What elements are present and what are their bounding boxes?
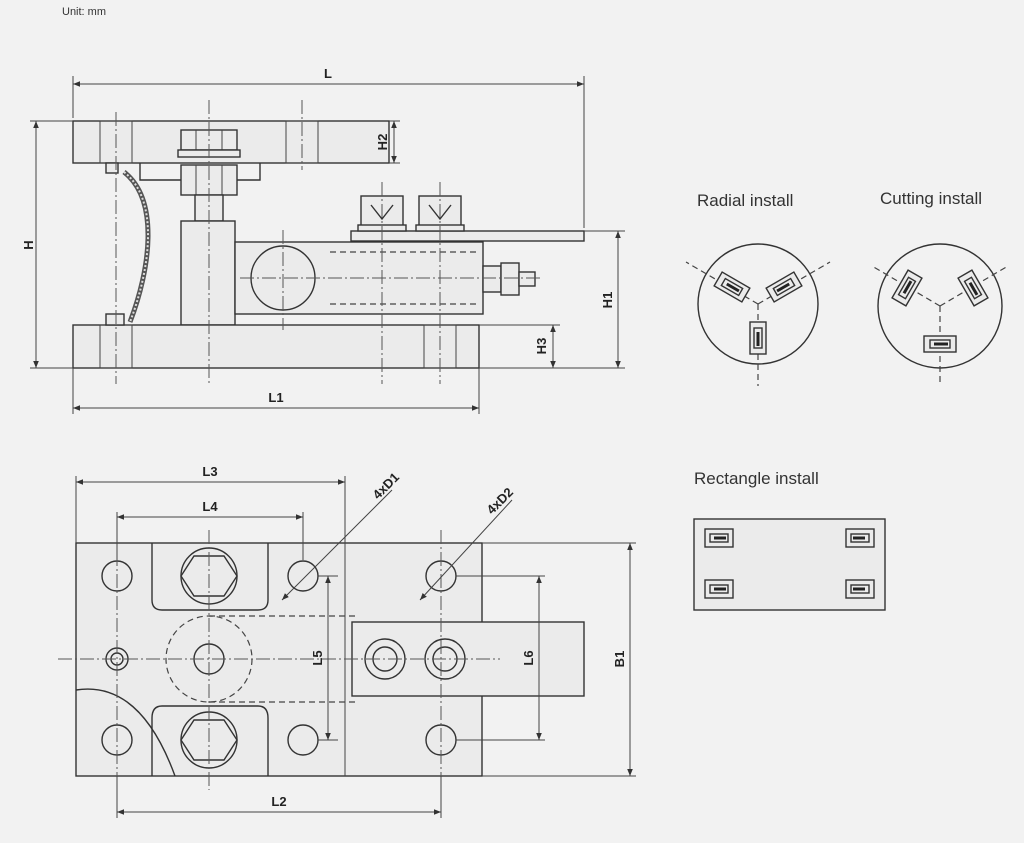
side-view: L H H2 H1 H3 L1 [21, 66, 625, 414]
unit-label: Unit: mm [62, 6, 106, 18]
dim-L1: L1 [268, 390, 283, 405]
dim-H1: H1 [600, 292, 615, 309]
dim-H3: H3 [534, 338, 549, 355]
dim-H: H [21, 240, 36, 249]
radial-install-caption: Radial install [697, 191, 793, 210]
upper-right-plate [350, 230, 585, 242]
sensor [765, 271, 803, 303]
dim-L: L [324, 66, 332, 81]
sensor [845, 579, 875, 599]
sensor [704, 579, 734, 599]
support-column [180, 220, 236, 326]
rectangle-install: Rectangle install [693, 469, 886, 611]
sensor [713, 271, 751, 303]
dim-B1: B1 [612, 651, 627, 668]
dim-L6: L6 [521, 650, 536, 665]
dim-H2: H2 [375, 134, 390, 151]
sensor [704, 528, 734, 548]
cable-connector [500, 262, 520, 296]
sensor [749, 321, 767, 355]
sensor [845, 528, 875, 548]
hole [287, 560, 319, 592]
top-view: L3 L4 4xD1 4xD2 L5 L6 B1 L2 [58, 464, 636, 818]
dim-L4: L4 [202, 499, 218, 514]
dim-L5: L5 [310, 650, 325, 665]
sensor [957, 269, 989, 307]
rectangle-install-caption: Rectangle install [694, 469, 819, 488]
dim-D1: 4xD1 [370, 470, 403, 503]
radial-install: Radial install [685, 191, 831, 386]
dim-L3: L3 [202, 464, 217, 479]
hole [287, 724, 319, 756]
cutting-install-caption: Cutting install [880, 189, 982, 208]
base-plate [72, 324, 480, 369]
cutting-install: Cutting install [871, 189, 1009, 386]
sensor [891, 269, 923, 307]
dim-L2: L2 [271, 794, 286, 809]
sensor [923, 335, 957, 353]
